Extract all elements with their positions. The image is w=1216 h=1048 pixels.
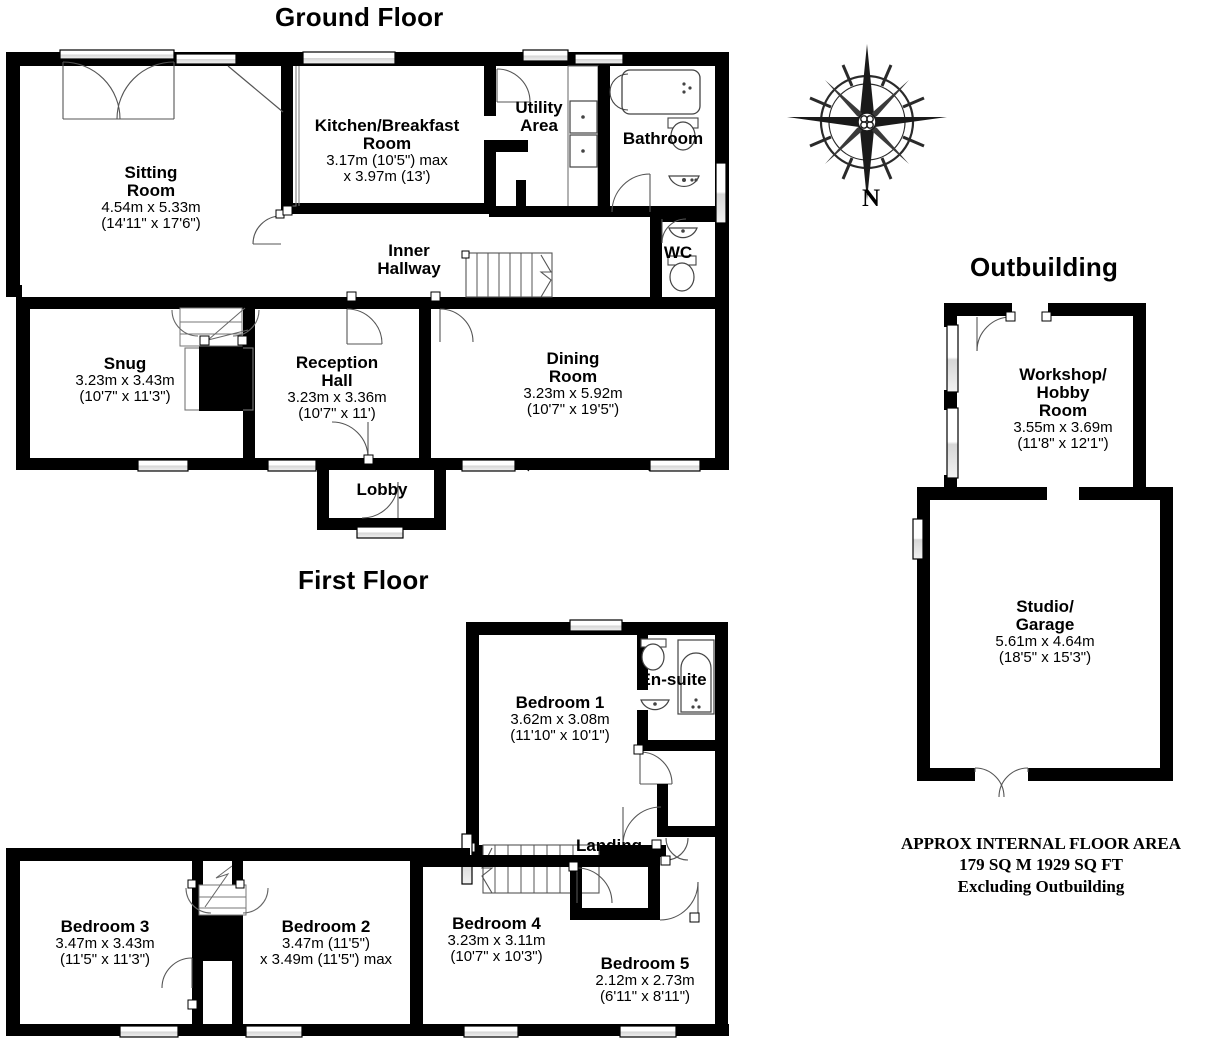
room-label-bedroom-4: Bedroom 4 3.23m x 3.11m (10'7" x 10'3") xyxy=(424,914,569,965)
studio-metric: 5.61m x 4.64m xyxy=(995,633,1095,651)
floor-area-line-2: 179 SQ M 1929 SQ FT xyxy=(959,855,1123,875)
inner-hallway-name: Inner xyxy=(388,241,430,260)
kitchen-imperial: x 3.97m (13') xyxy=(343,167,431,185)
room-label-workshop-hobby-room: Workshop/ Hobby Room 3.55m x 3.69m (11'8… xyxy=(988,365,1138,452)
dining-name: Dining xyxy=(546,349,600,368)
sitting-room-metric: 4.54m x 5.33m xyxy=(101,199,201,217)
workshop-name: Workshop/ xyxy=(1019,365,1107,384)
landing-name: Landing xyxy=(575,836,643,855)
wc-name: WC xyxy=(663,243,693,262)
outbuilding-title: Outbuilding xyxy=(970,252,1119,282)
workshop-name-2: Hobby xyxy=(1036,383,1090,403)
compass-rose-icon xyxy=(787,44,947,200)
room-label-kitchen-breakfast-room: Kitchen/Breakfast Room 3.17m (10'5") max… xyxy=(292,116,482,185)
inner-hallway-name-2: Hallway xyxy=(377,259,441,279)
snug-name: Snug xyxy=(103,354,147,373)
bedroom1-imperial: (11'10" x 10'1") xyxy=(510,726,610,744)
snug-imperial: (10'7" x 11'3") xyxy=(79,387,171,405)
kitchen-name: Kitchen/Breakfast xyxy=(314,116,460,135)
lobby-name: Lobby xyxy=(356,480,408,499)
utility-name-2: Area xyxy=(520,116,558,136)
bedroom3-name: Bedroom 3 xyxy=(60,917,150,936)
workshop-name-3: Room xyxy=(1038,401,1088,421)
utility-name: Utility xyxy=(515,98,563,117)
room-label-inner-hallway: Inner Hallway xyxy=(340,241,478,279)
compass-north-label: N xyxy=(862,185,881,212)
bedroom4-name: Bedroom 4 xyxy=(452,914,541,933)
ensuite-name: En-suite xyxy=(639,670,707,689)
workshop-imperial: (11'8" x 12'1") xyxy=(1017,434,1109,452)
floor-area-line-3: Excluding Outbuilding xyxy=(957,876,1125,896)
room-label-utility-area: Utility Area xyxy=(496,98,582,136)
floor-area-line-1: APPROX INTERNAL FLOOR AREA xyxy=(900,834,1182,853)
kitchen-metric: 3.17m (10'5") max xyxy=(326,152,448,170)
bedroom3-imperial: (11'5" x 11'3") xyxy=(59,950,151,968)
reception-name: Reception xyxy=(295,353,379,372)
first-floor-title: First Floor xyxy=(298,565,429,595)
kitchen-name-2: Room xyxy=(362,134,412,154)
bedroom1-name: Bedroom 1 xyxy=(515,693,605,712)
sitting-room-name-2: Room xyxy=(126,181,176,201)
reception-name-2: Hall xyxy=(321,371,353,391)
bedroom1-metric: 3.62m x 3.08m xyxy=(510,711,610,729)
room-label-dining-room: Dining Room 3.23m x 5.92m (10'7" x 19'5"… xyxy=(487,349,659,418)
room-label-bedroom-2: Bedroom 2 3.47m (11'5") x 3.49m (11'5") … xyxy=(243,917,409,968)
ground-floor-title: Ground Floor xyxy=(275,2,444,32)
reception-imperial: (10'7" x 11') xyxy=(298,404,376,422)
bedroom5-metric: 2.12m x 2.73m xyxy=(595,972,695,990)
room-label-lobby: Lobby xyxy=(330,480,434,499)
bedroom4-imperial: (10'7" x 10'3") xyxy=(450,947,543,965)
snug-metric: 3.23m x 3.43m xyxy=(75,372,175,390)
sitting-room-name: Sitting xyxy=(124,163,178,182)
studio-name: Studio/ xyxy=(1016,597,1074,616)
room-label-wc: WC xyxy=(648,243,708,262)
room-label-snug: Snug 3.23m x 3.43m (10'7" x 11'3") xyxy=(35,354,215,405)
studio-name-2: Garage xyxy=(1015,615,1075,635)
room-label-en-suite: En-suite xyxy=(627,670,719,689)
dining-name-2: Room xyxy=(548,367,598,387)
studio-imperial: (18'5" x 15'3") xyxy=(998,648,1092,666)
room-label-landing: Landing xyxy=(562,836,656,855)
ground-floor-plan xyxy=(6,49,729,539)
room-label-bedroom-5: Bedroom 5 2.12m x 2.73m (6'11" x 8'11") xyxy=(578,954,712,1005)
bedroom4-metric: 3.23m x 3.11m xyxy=(447,932,546,950)
bedroom2-metric: 3.47m (11'5") xyxy=(282,935,370,953)
room-label-bathroom: Bathroom xyxy=(598,129,728,148)
room-label-sitting-room: Sitting Room 4.54m x 5.33m (14'11" x 17'… xyxy=(51,163,251,232)
bedroom3-metric: 3.47m x 3.43m xyxy=(55,935,155,953)
outbuilding-plan xyxy=(912,303,1173,798)
bedroom5-name: Bedroom 5 xyxy=(600,954,690,973)
sitting-room-imperial: (14'11" x 17'6") xyxy=(101,214,201,232)
room-label-bedroom-3: Bedroom 3 3.47m x 3.43m (11'5" x 11'3") xyxy=(20,917,190,968)
room-label-studio-garage: Studio/ Garage 5.61m x 4.64m (18'5" x 15… xyxy=(970,597,1120,666)
first-floor-plan xyxy=(6,619,729,1038)
bedroom5-imperial: (6'11" x 8'11") xyxy=(599,987,691,1005)
reception-metric: 3.23m x 3.36m xyxy=(287,389,387,407)
dining-metric: 3.23m x 5.92m xyxy=(523,385,623,403)
workshop-metric: 3.55m x 3.69m xyxy=(1013,419,1113,437)
room-label-bedroom-1: Bedroom 1 3.62m x 3.08m (11'10" x 10'1") xyxy=(490,693,630,744)
room-label-reception-hall: Reception Hall 3.23m x 3.36m (10'7" x 11… xyxy=(253,353,421,422)
bedroom2-name: Bedroom 2 xyxy=(281,917,371,936)
dining-imperial: (10'7" x 19'5") xyxy=(526,400,620,418)
bedroom2-imperial: x 3.49m (11'5") max xyxy=(259,950,393,968)
bathroom-name: Bathroom xyxy=(622,129,704,148)
floor-area-note: APPROX INTERNAL FLOOR AREA 179 SQ M 1929… xyxy=(866,833,1216,897)
